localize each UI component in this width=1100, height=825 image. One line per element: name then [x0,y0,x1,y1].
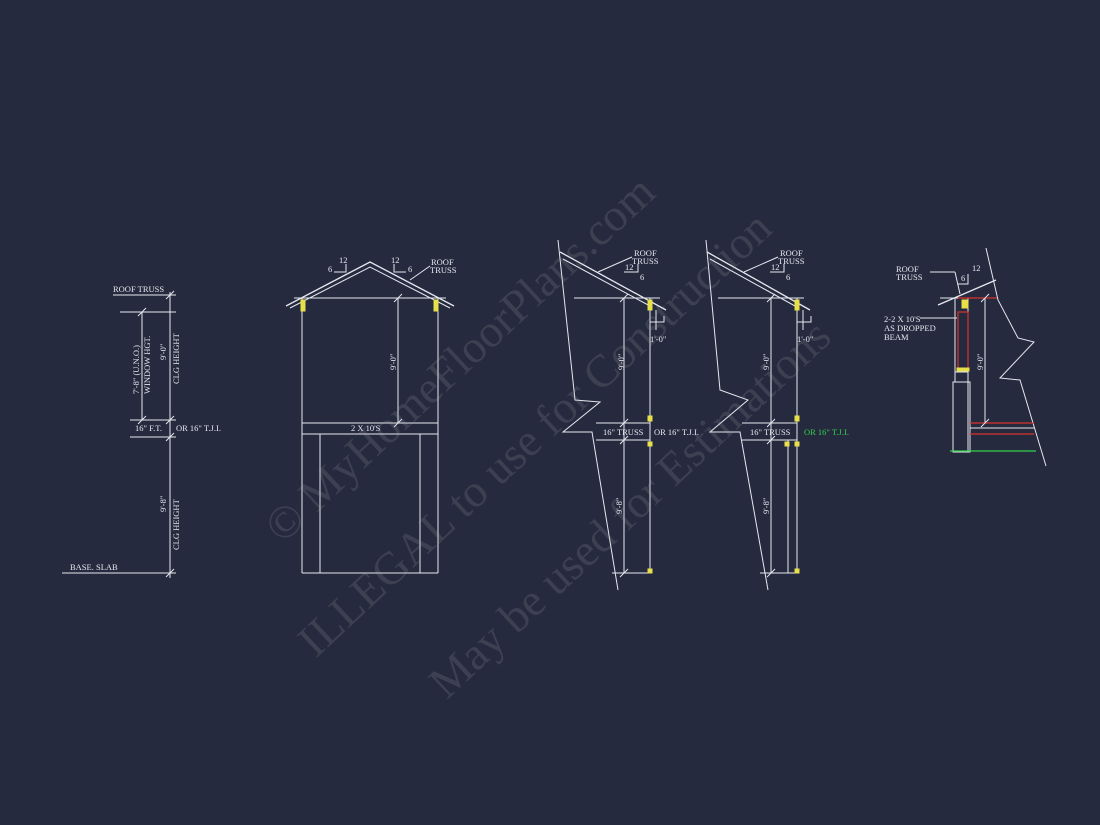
tji-label: OR 16" T.J.I. [176,423,221,433]
side-b-roof-label: ROOF [780,248,803,258]
side-b-run: 6 [786,272,790,282]
side-b-upper-dim: 9'-0" [761,354,771,370]
header-label: 2 X 10'S [351,423,381,433]
gable-roof-label: ROOF [431,257,454,267]
dropped-beam-label-3: BEAM [884,332,909,342]
side-a-truss-label: TRUSS [632,256,659,266]
lower-clg-dim: 9'-8" [158,496,168,512]
side-b-rise: 12 [771,262,780,272]
gable-truss-label: TRUSS [430,265,457,275]
side-b-overhang-dim: 1'-0" [797,334,813,344]
gable-run-left: 6 [328,264,332,274]
side-section-b: 12 6 ROOF TRUSS 1'-0" 9'-0" 16" TRUSS OR… [705,239,849,591]
dropped-beam-label-2: AS DROPPED [884,323,936,333]
window-height-label: WINDOW HGT. [142,336,152,394]
upper-clg-label: CLG HEIGHT [171,332,181,384]
gable-rise-right: 12 [391,255,400,265]
detail-rise: 12 [972,263,981,273]
dropped-beam-label-1: 2-2 X 10'S [884,314,921,324]
dropped-beam-detail: 12 6 ROOF TRUSS 2-2 X 10'S AS DROPPED BE… [884,247,1047,467]
side-b-truss-label: TRUSS [778,256,805,266]
gable-upper-dim: 9'-0" [388,354,398,370]
roof-truss-label: ROOF TRUSS [113,284,164,294]
side-a-tji-label: OR 16" T.J.I. [654,427,699,437]
side-a-roof-label: ROOF [634,248,657,258]
side-b-lower-dim: 9'-8" [761,498,771,514]
side-a-upper-dim: 9'-0" [616,354,626,370]
detail-roof-label: ROOF [896,264,919,274]
side-b-tji-label: OR 16" T.J.I. [804,427,849,437]
side-section-a: 12 6 ROOF TRUSS 1'-0" 9'-0" 16" TRUSS OR… [557,239,699,591]
detail-upper-dim: 9'-0" [975,354,985,370]
upper-clg-dim: 9'-0" [158,344,168,360]
gable-section: 12 6 12 6 ROOF TRUSS 9'-0" 2 X 10'S [285,255,457,574]
gable-rise-left: 12 [339,255,348,265]
side-b-truss16-label: 16" TRUSS [750,427,791,437]
gable-run-right: 6 [408,264,412,274]
floor-truss-label: 16" F.T. [135,423,162,433]
side-a-rise: 12 [625,262,634,272]
side-a-overhang-dim: 1'-0" [650,334,666,344]
side-a-run: 6 [640,272,644,282]
lower-clg-label: CLG HEIGHT [171,498,181,550]
side-a-lower-dim: 9'-8" [614,498,624,514]
window-height-dim: 7'-8" (U.N.O.) [131,345,141,394]
base-slab-label: BASE. SLAB [70,562,118,572]
side-a-truss16-label: 16" TRUSS [603,427,644,437]
detail-run: 6 [961,273,965,283]
height-diagram: ROOF TRUSS 7'-8" (U.N.O.) WINDOW HGT. 9'… [62,284,221,578]
detail-truss-label: TRUSS [896,272,923,282]
